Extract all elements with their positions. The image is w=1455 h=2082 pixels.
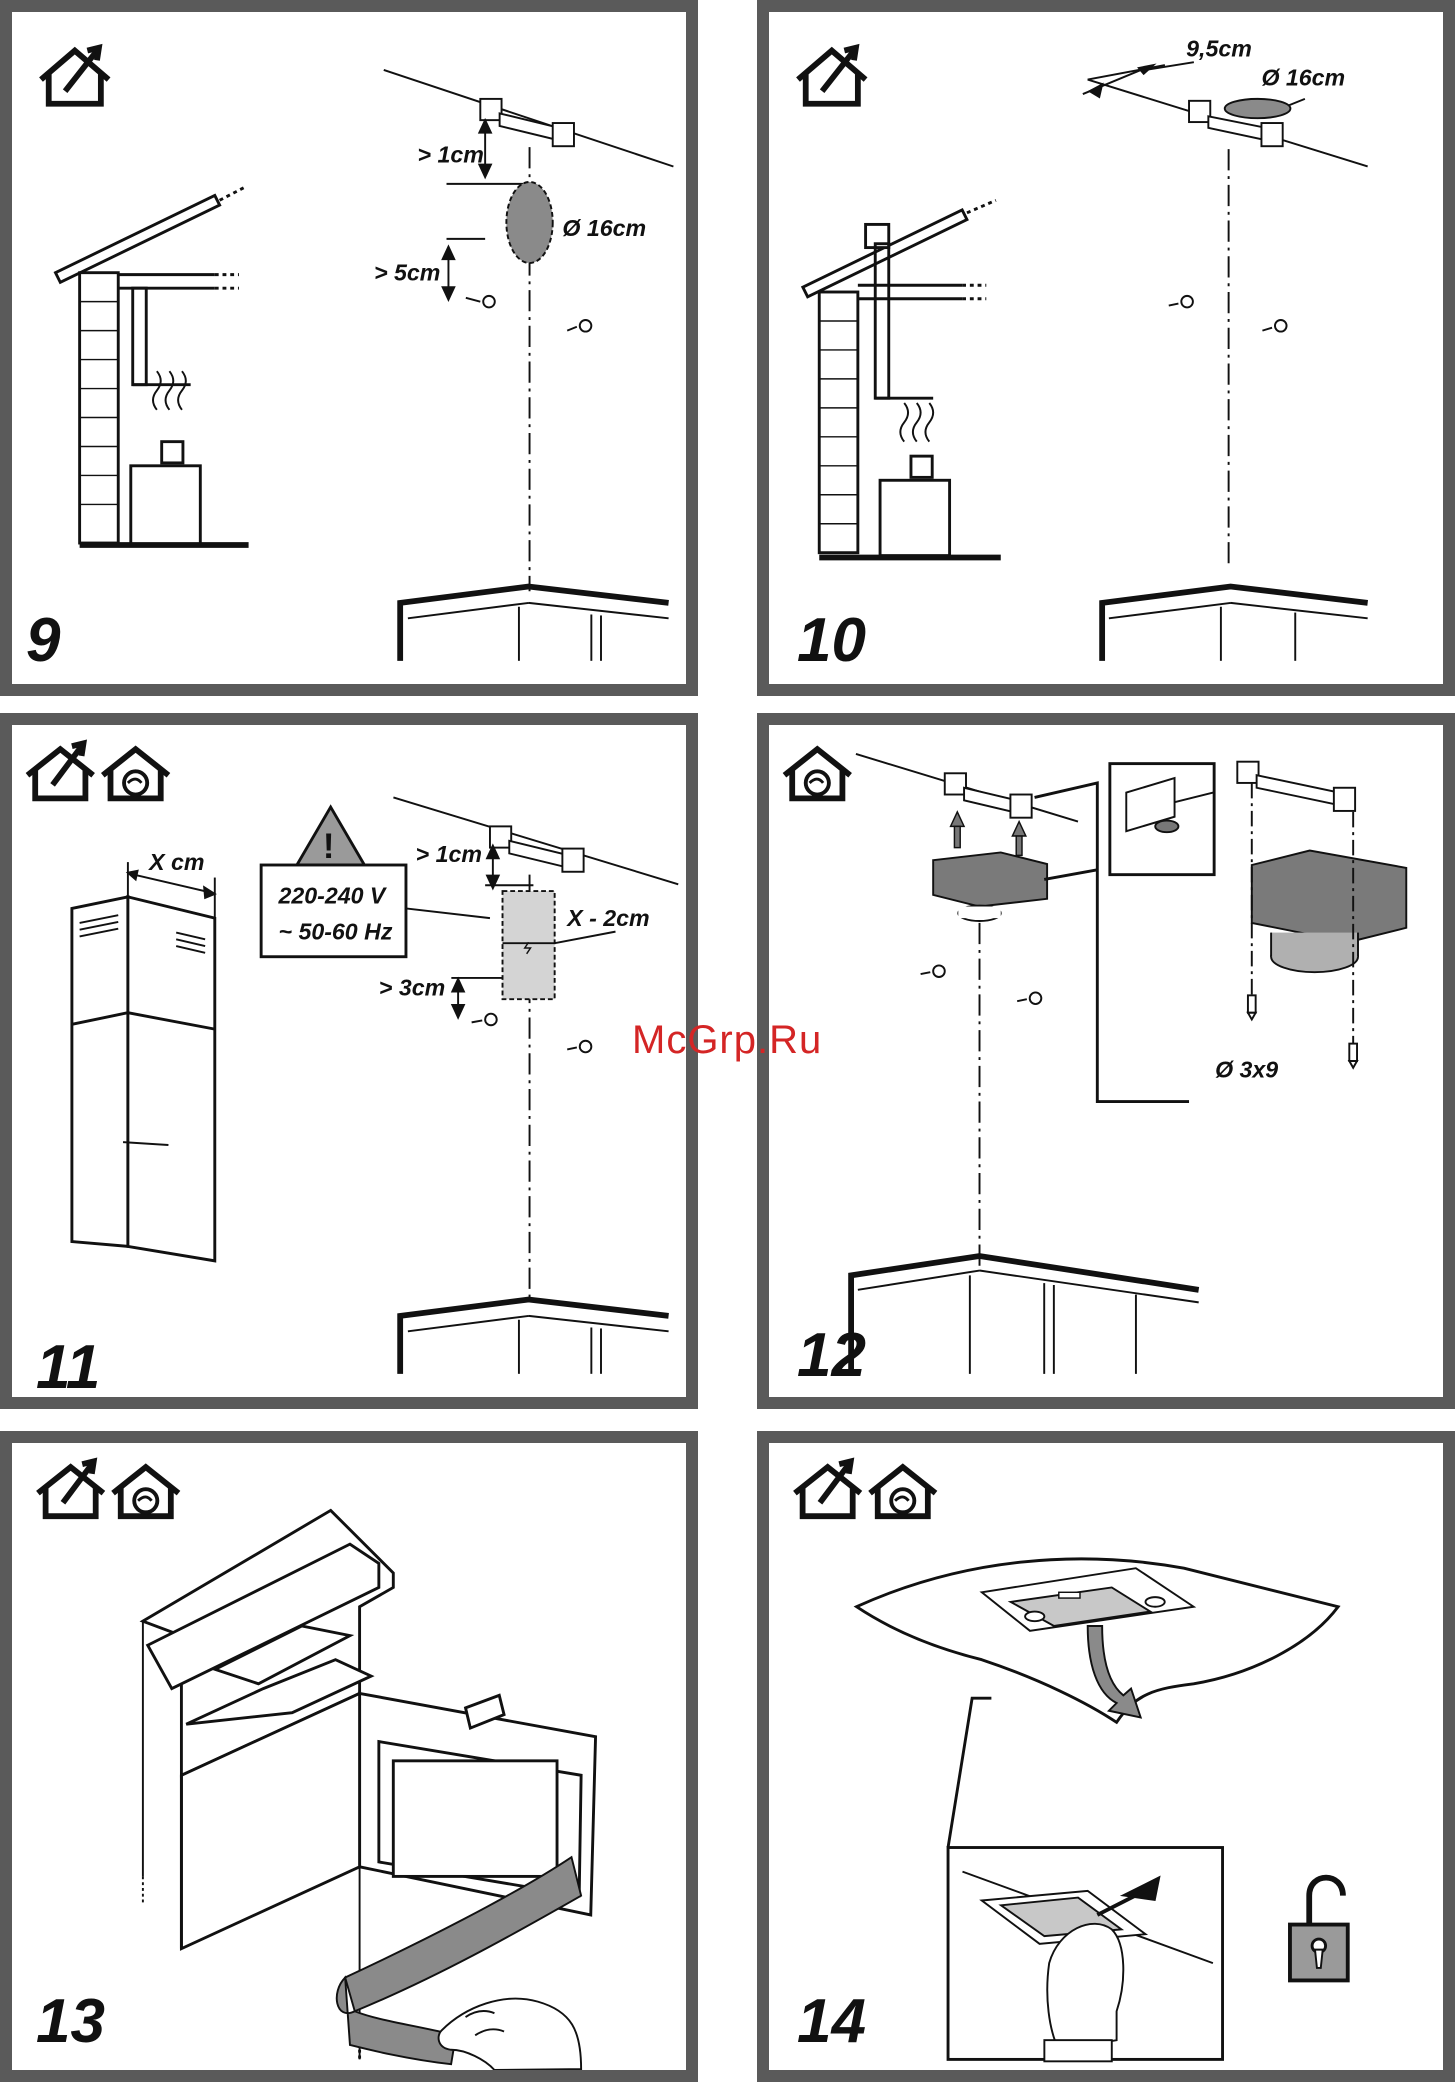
frequency-label: ~ 50-60 Hz [279, 918, 393, 944]
house-recirculation-icon [870, 1467, 935, 1516]
filter-adapter [933, 852, 1047, 921]
voltage-warning: ! 220-240 V ~ 50-60 Hz [261, 807, 490, 957]
house-recirculation-icon [113, 1467, 178, 1516]
kitchen-cabinet [400, 1299, 668, 1373]
hole-diameter-label: Ø 16cm [562, 215, 646, 241]
house-recirculation-icon [103, 749, 169, 798]
kitchen-cabinet [1102, 586, 1368, 660]
step-11-illustration: X cm ! 220-240 V ~ 50-60 Hz [12, 725, 686, 1397]
chimney-width-label: X cm [147, 849, 204, 875]
step-number: 12 [797, 1325, 866, 1387]
top-gap-label: > 1cm [418, 142, 484, 168]
kitchen-cabinet [851, 1256, 1199, 1374]
step-number: 14 [797, 1991, 866, 2053]
step-13-panel: 13 [0, 1431, 698, 2082]
warning-symbol: ! [323, 828, 335, 866]
step-13-illustration [12, 1443, 686, 2070]
adapter-detail [1237, 762, 1406, 1068]
step-14-illustration [769, 1443, 1443, 2070]
kitchen-cabinet [400, 586, 668, 660]
house-vent-out-icon [798, 48, 866, 104]
bracket [945, 773, 1032, 817]
duct-hole [506, 182, 552, 263]
house-section [55, 188, 248, 545]
watermark: McGrp.Ru [632, 1018, 822, 1063]
house-vent-out-icon [795, 1461, 860, 1516]
top-gap-label: > 1cm [416, 841, 482, 867]
screw-size-label: Ø 3x9 [1215, 1056, 1278, 1082]
step-12-illustration: Ø 3x9 [769, 725, 1443, 1397]
house-vent-out-icon [41, 48, 109, 104]
screw-gap-label: > 5cm [374, 259, 440, 285]
house-recirculation-icon [784, 749, 850, 798]
step-number: 9 [26, 610, 60, 672]
hand [439, 1999, 582, 2070]
voltage-label: 220-240 V [278, 883, 388, 909]
detail-inset [948, 1848, 1222, 2062]
step-9-panel: > 1cm Ø 16cm > 5cm [0, 0, 698, 696]
bracket [480, 99, 574, 146]
unlock-padlock-icon [1290, 1878, 1348, 1981]
step-number: 13 [36, 1991, 105, 2053]
socket-width-label: X - 2cm [565, 905, 649, 931]
house-vent-out-icon [27, 743, 93, 798]
socket-area [503, 891, 555, 999]
step-number: 10 [797, 610, 866, 672]
house-vent-out-icon [38, 1461, 103, 1516]
step-11-panel: X cm ! 220-240 V ~ 50-60 Hz [0, 713, 698, 1409]
bracket [490, 826, 584, 871]
step-10-panel: 9,5cm Ø 16cm [757, 0, 1455, 696]
step-9-illustration: > 1cm Ø 16cm > 5cm [12, 12, 686, 684]
step-number: 11 [36, 1337, 100, 1399]
step-12-panel: Ø 3x9 12 [757, 713, 1455, 1409]
chimney-cover [72, 897, 215, 1261]
detail-inset [1110, 764, 1214, 875]
step-10-illustration: 9,5cm Ø 16cm [769, 12, 1443, 684]
hole-diameter-label: Ø 16cm [1261, 64, 1345, 90]
wall-gap-label: 9,5cm [1186, 35, 1252, 61]
screw-gap-label: > 3cm [379, 974, 445, 1000]
step-14-panel: 14 [757, 1431, 1455, 2082]
house-section [803, 200, 1001, 557]
